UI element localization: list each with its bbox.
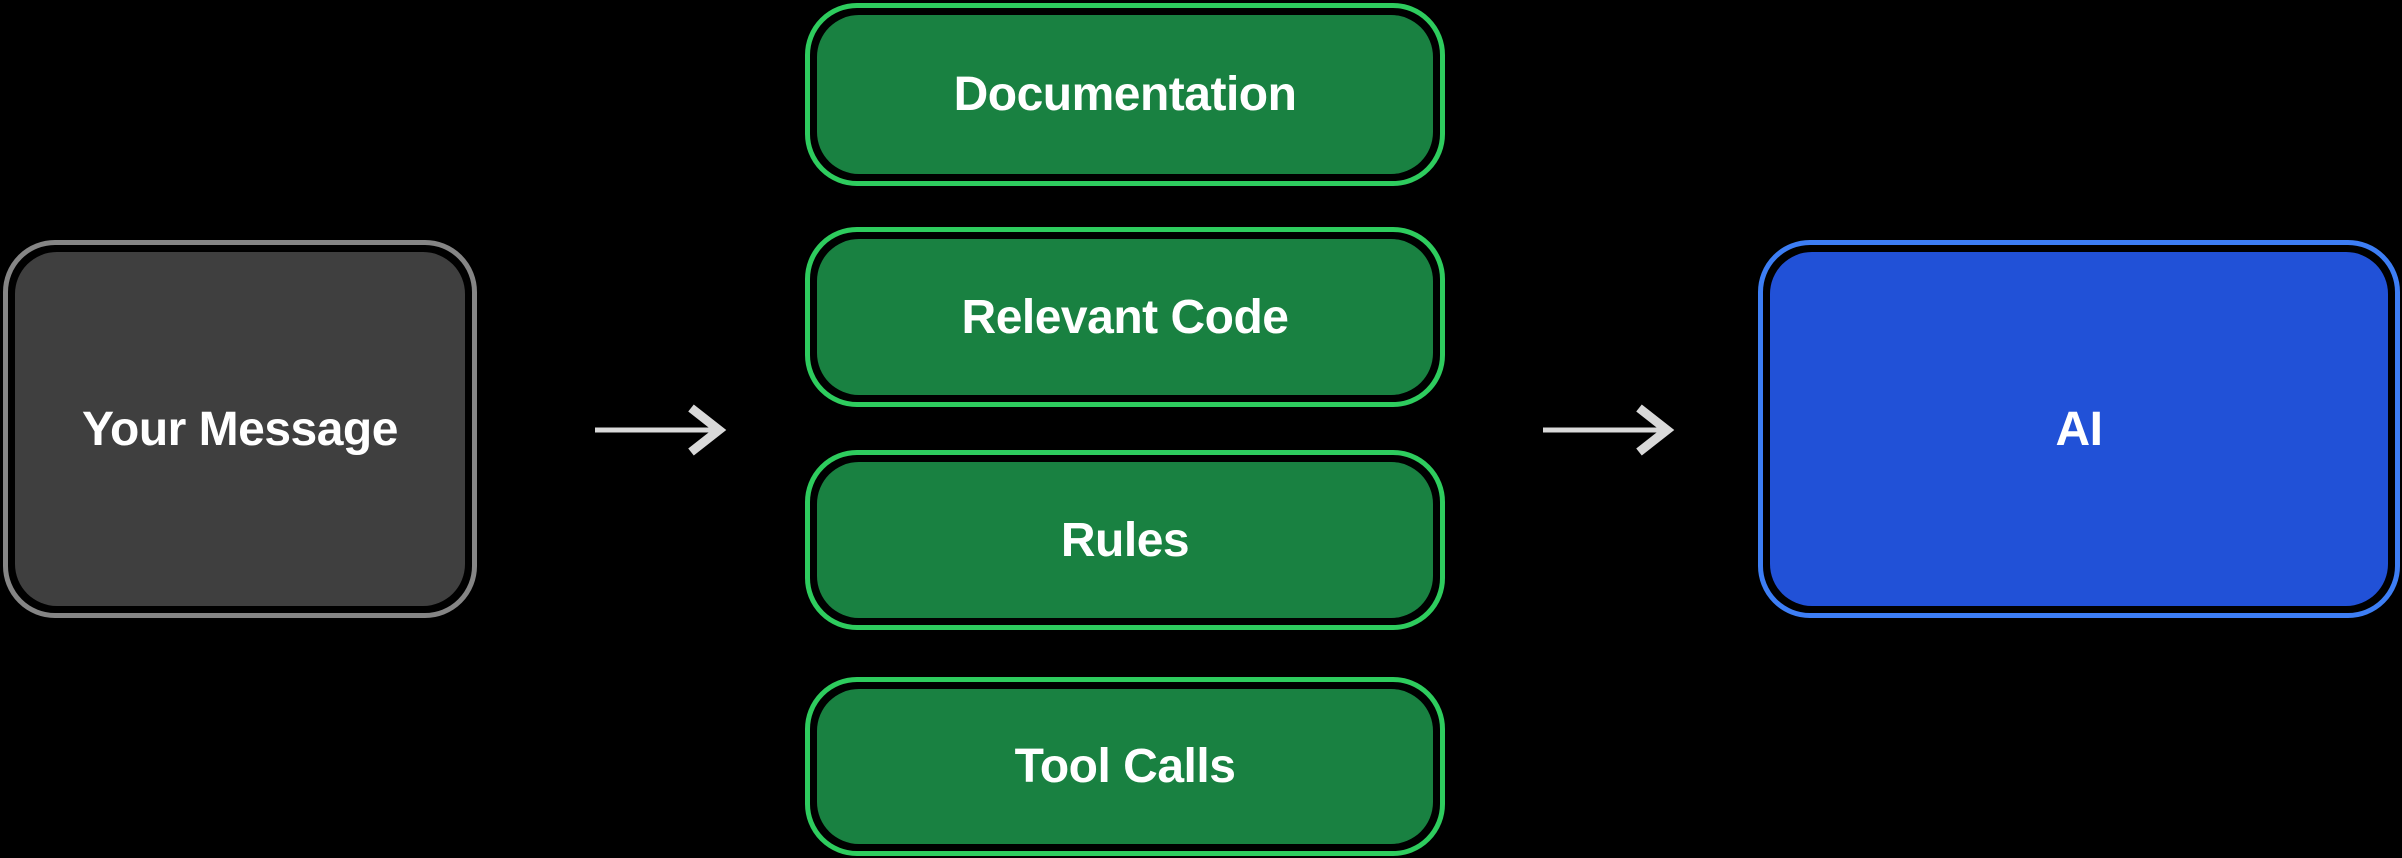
ai-node-label: AI bbox=[1770, 252, 2388, 606]
context-item-relevant-code-label: Relevant Code bbox=[817, 239, 1433, 395]
ai-node: AI bbox=[1758, 240, 2400, 618]
your-message-node: Your Message bbox=[3, 240, 477, 618]
context-item-relevant-code: Relevant Code bbox=[805, 227, 1445, 407]
your-message-label: Your Message bbox=[15, 252, 465, 606]
context-item-documentation-label: Documentation bbox=[817, 15, 1433, 174]
context-item-tool-calls-label: Tool Calls bbox=[817, 689, 1433, 844]
context-item-rules: Rules bbox=[805, 450, 1445, 630]
arrow-right-icon bbox=[593, 398, 727, 462]
context-item-rules-label: Rules bbox=[817, 462, 1433, 618]
context-item-tool-calls: Tool Calls bbox=[805, 677, 1445, 856]
context-item-documentation: Documentation bbox=[805, 3, 1445, 186]
arrow-right-icon bbox=[1541, 398, 1675, 462]
